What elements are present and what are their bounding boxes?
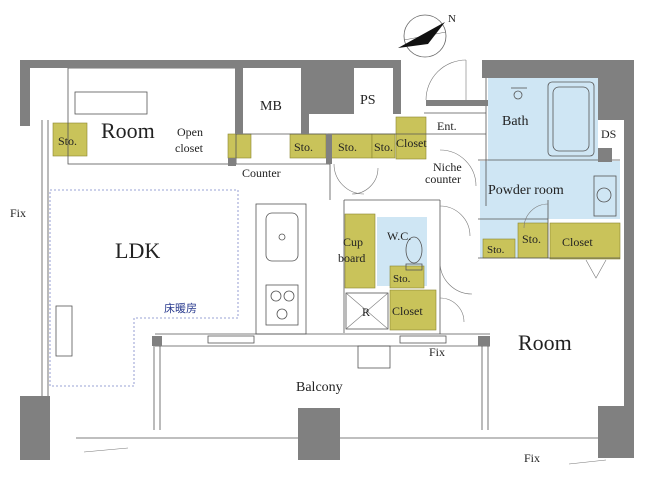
sink-icon: [265, 212, 299, 262]
shower-icon: [513, 90, 523, 100]
powder-room-label: Powder room: [488, 183, 564, 198]
open-closet: [227, 133, 252, 159]
floor-heating-label: 床暖房: [164, 301, 197, 315]
wc-label: W.C.: [387, 229, 411, 243]
bathtub-icon: [547, 81, 595, 157]
closet-se: [549, 222, 621, 260]
sto-b: [327, 133, 373, 159]
closet-mid-label: Closet: [392, 304, 423, 318]
cupboard-label-2: board: [338, 251, 365, 265]
ds-label: DS: [601, 127, 616, 141]
washbasin-icon: [596, 187, 612, 203]
refrigerator-label: R: [362, 305, 370, 319]
room-se-label: Room: [518, 330, 572, 355]
sto-a-label: Sto.: [294, 140, 313, 154]
sto-wc: [389, 265, 425, 289]
bath-label: Bath: [502, 114, 528, 129]
fix-balcony-label: Fix: [429, 345, 445, 359]
stove-icon: [265, 284, 299, 326]
ps-label: PS: [360, 93, 376, 108]
room-nw-label: Room: [101, 118, 155, 143]
powder-room-area: [480, 161, 620, 219]
sto-powder-right-label: Sto.: [522, 232, 541, 246]
closet-se-label: Closet: [562, 235, 593, 249]
sto-b-label: Sto.: [338, 140, 357, 154]
walls: [20, 60, 634, 460]
cupboard: [344, 213, 376, 289]
counter-label: Counter: [242, 166, 281, 180]
sto-powder-left-label: Sto.: [487, 244, 505, 256]
closet-mid: [389, 289, 437, 331]
north-arrow-icon: [398, 22, 445, 48]
partitions: [41, 67, 620, 439]
niche-counter-label-2: counter: [425, 172, 461, 186]
kitchen-counter: [255, 203, 307, 335]
sto-wc-label: Sto.: [393, 273, 411, 285]
balcony-label: Balcony: [296, 380, 343, 395]
sto-powder-right: [517, 222, 549, 259]
fix-west-label: Fix: [10, 206, 26, 220]
sto-c-label: Sto.: [374, 140, 393, 154]
ldk-label: LDK: [115, 238, 160, 263]
niche-counter-label-1: Niche: [433, 160, 462, 174]
closet-ent-label: Closet: [396, 136, 427, 150]
fix-south-label: Fix: [524, 451, 540, 465]
entrance-label: Ent.: [437, 119, 457, 133]
refrigerator-space: [345, 292, 389, 330]
bath-area: [488, 78, 598, 161]
open-closet-label-1: Open: [177, 125, 203, 139]
mb-label: MB: [260, 99, 282, 114]
sto-nw-label: Sto.: [58, 134, 77, 148]
compass: N: [398, 13, 456, 58]
cupboard-label-1: Cup: [343, 235, 363, 249]
floor-heating-zone: [49, 189, 239, 387]
toilet-icon: [405, 236, 423, 264]
north-label: N: [448, 13, 456, 25]
sto-nw: [52, 122, 88, 157]
open-closet-label-2: closet: [175, 141, 204, 155]
closet-ent: [395, 116, 427, 160]
doors: [83, 59, 607, 465]
